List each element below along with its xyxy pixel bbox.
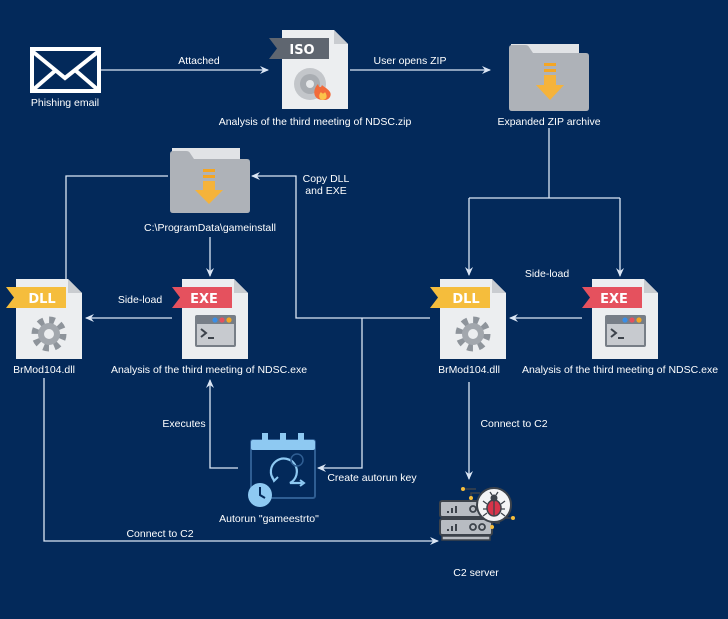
- infected-server-icon: [439, 487, 515, 541]
- edge-folder-to-dll-left: [65, 175, 168, 280]
- scheduled-task-icon: [248, 433, 316, 507]
- edge-label-user-opens-zip: User opens ZIP: [373, 55, 447, 67]
- edge-label-executes: Executes: [162, 418, 206, 430]
- iso-badge-text: ISO: [289, 43, 314, 58]
- exe-file-icon: EXE: [582, 279, 658, 359]
- edge-executes: [206, 379, 238, 469]
- edge-label-copy-dll-exe-line1: Copy DLL: [302, 173, 350, 185]
- edge-copy-dll-exe: [251, 172, 430, 319]
- edge-label-connect-c2-right: Connect to C2: [480, 418, 548, 430]
- node-label-dll-right: BrMod104.dll: [438, 364, 500, 376]
- edge-connect-c2-left: [43, 378, 439, 545]
- iso-file-icon: ISO: [269, 30, 348, 109]
- node-label-expanded-zip: Expanded ZIP archive: [497, 116, 601, 128]
- svg-text:EXE: EXE: [600, 292, 628, 307]
- edge-label-create-autorun-key: Create autorun key: [327, 472, 417, 484]
- dll-file-icon: DLL: [6, 279, 82, 359]
- node-label-dll-left: BrMod104.dll: [13, 364, 75, 376]
- svg-text:EXE: EXE: [190, 292, 218, 307]
- edge-create-autorun-key: [317, 318, 363, 472]
- edge-zip-split: [469, 128, 620, 199]
- folder-download-icon: [509, 44, 589, 111]
- dll-file-icon: DLL: [430, 279, 506, 359]
- folder-download-icon: [170, 148, 250, 213]
- node-label-phishing-email: Phishing email: [30, 97, 100, 109]
- exe-file-icon: EXE: [172, 279, 248, 359]
- svg-text:DLL: DLL: [28, 292, 55, 307]
- node-label-autorun: Autorun "gameestrto": [219, 513, 319, 525]
- envelope-icon: [30, 47, 101, 93]
- svg-text:DLL: DLL: [452, 292, 479, 307]
- edge-label-connect-c2-left: Connect to C2: [126, 528, 194, 540]
- edge-label-side-load-right: Side-load: [524, 268, 570, 280]
- node-label-programdata-folder: C:\ProgramData\gameinstall: [144, 222, 276, 234]
- node-label-exe-left: Analysis of the third meeting of NDSC.ex…: [110, 364, 308, 376]
- edge-label-copy-dll-exe-line2: and EXE: [305, 185, 347, 197]
- node-label-c2-server: C2 server: [453, 567, 499, 579]
- node-label-exe-right: Analysis of the third meeting of NDSC.ex…: [521, 364, 719, 376]
- edge-label-attached: Attached: [178, 55, 220, 67]
- node-label-iso-file: Analysis of the third meeting of NDSC.zi…: [218, 116, 412, 128]
- edge-label-side-load-left: Side-load: [117, 294, 163, 306]
